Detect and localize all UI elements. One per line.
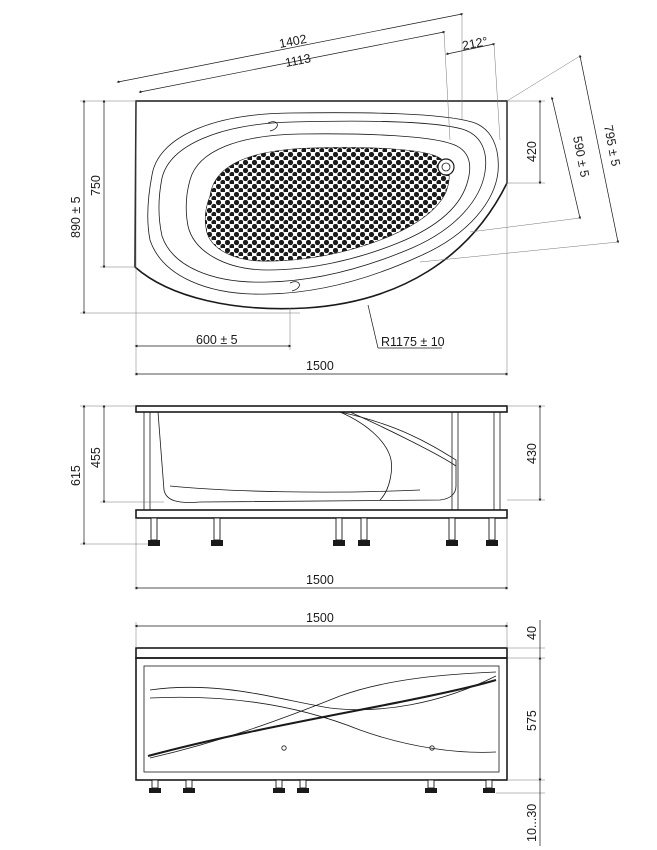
- panel-wave: [147, 679, 497, 757]
- dim-575: 575: [525, 710, 539, 731]
- dim-455: 455: [89, 447, 103, 468]
- side-rim: [135, 405, 508, 413]
- dim-795: 795 ± 5: [601, 124, 623, 168]
- anti-slip-pattern: [204, 147, 450, 262]
- front-feet: [149, 779, 495, 793]
- dim-590: 590 ± 5: [570, 135, 592, 179]
- dim-212: 212°: [461, 34, 489, 53]
- drain-icon: [437, 158, 455, 176]
- top-view: 890 ± 5 750 420 1402 1113 212° 795 ± 5 5…: [69, 12, 623, 376]
- side-feet: [148, 517, 498, 546]
- side-view: 615 455 430 1500: [69, 404, 545, 590]
- dim-600: 600 ± 5: [196, 333, 238, 347]
- dim-1402: 1402: [278, 32, 308, 51]
- tub-rim: [147, 112, 499, 295]
- dim-420: 420: [525, 141, 539, 162]
- dim-615: 615: [69, 465, 83, 486]
- side-tub-body: [157, 411, 457, 503]
- dim-1500-front: 1500: [306, 611, 334, 625]
- dim-430: 430: [525, 443, 539, 464]
- front-rim: [135, 647, 508, 659]
- dim-40: 40: [525, 626, 539, 640]
- tub-outline: [134, 100, 508, 310]
- dim-1500-side: 1500: [306, 573, 334, 587]
- dim-890: 890 ± 5: [69, 196, 83, 238]
- dim-r1175: R1175 ± 10: [381, 335, 445, 349]
- dim-10-30: 10...30: [525, 804, 539, 842]
- dim-1500-top: 1500: [306, 359, 334, 373]
- tub-rim-inner: [158, 120, 487, 283]
- dim-750: 750: [89, 175, 103, 196]
- side-frame: [135, 509, 508, 519]
- dim-1113: 1113: [284, 51, 312, 70]
- front-panel: [135, 657, 508, 781]
- tub-basin: [185, 133, 471, 271]
- front-view: 1500 40 575 10...30: [134, 611, 545, 846]
